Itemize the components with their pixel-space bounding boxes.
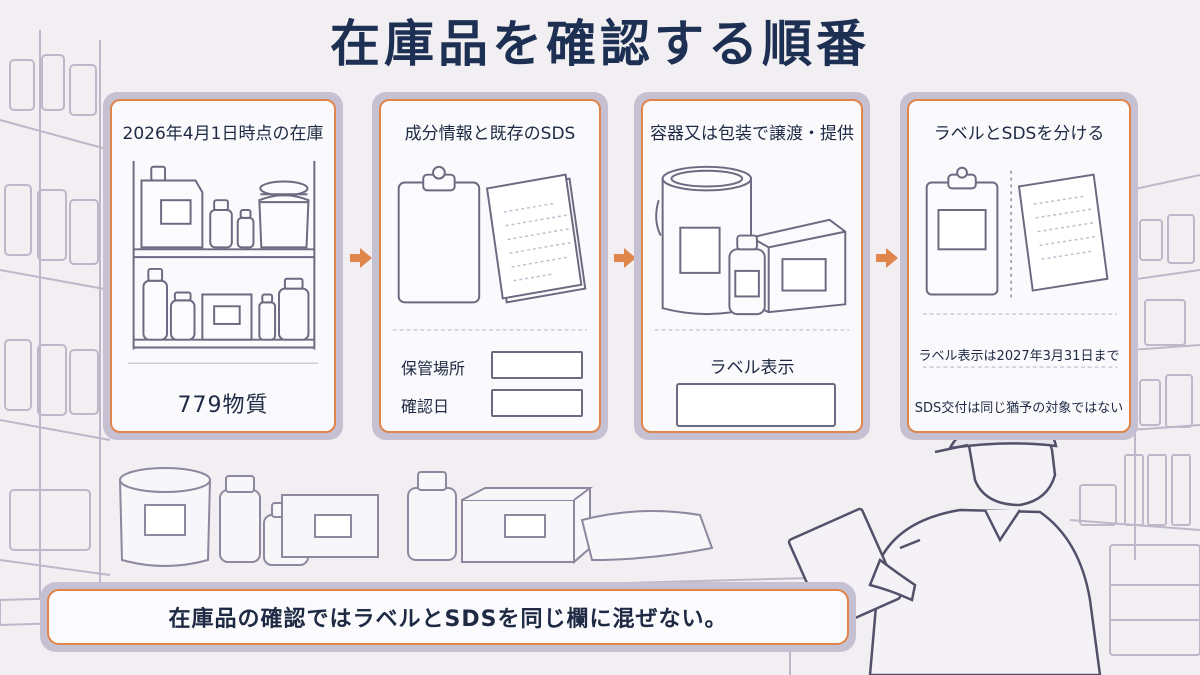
- step-card-separate: ラベルとSDSを分ける ラベル表示は2027年3月31日まで SDS交付は同じ猶…: [900, 92, 1138, 440]
- step-title: ラベルとSDSを分ける: [933, 124, 1105, 144]
- storage-location-field[interactable]: [491, 351, 583, 379]
- step-card-inventory: 2026年4月1日時点の在庫: [103, 92, 343, 440]
- check-date-label: 確認日: [401, 397, 450, 416]
- label-and-sds-illustration: [922, 166, 1118, 368]
- arrow-right-icon: [614, 248, 636, 268]
- label-display-text: ラベル表示: [709, 358, 795, 378]
- step-title: 成分情報と既存のSDS: [404, 124, 576, 144]
- step-card-sds: 成分情報と既存のSDS 保管場所 確認日: [372, 92, 608, 440]
- step-title: 2026年4月1日時点の在庫: [122, 124, 324, 144]
- bottom-message: 在庫品の確認ではラベルとSDSを同じ欄に混ぜない。: [47, 589, 849, 645]
- inventory-count: 779物質: [177, 393, 269, 418]
- page-title: 在庫品を確認する順番: [330, 15, 870, 73]
- sds-note: SDS交付は同じ猶予の対象ではない: [914, 401, 1124, 416]
- shelf-illustration: [127, 160, 319, 364]
- storage-location-label: 保管場所: [401, 359, 466, 378]
- step-card-transfer: 容器又は包装で譲渡・提供 ラベル表示: [634, 92, 870, 440]
- step-title: 容器又は包装で譲渡・提供: [650, 124, 854, 144]
- label-display-field[interactable]: [676, 383, 836, 427]
- check-date-field[interactable]: [491, 389, 583, 417]
- clipboard-and-document-illustration: [392, 165, 588, 331]
- bottom-message-panel: 在庫品の確認ではラベルとSDSを同じ欄に混ぜない。: [40, 582, 856, 652]
- label-deadline-note: ラベル表示は2027年3月31日まで: [918, 349, 1120, 364]
- arrow-right-icon: [876, 248, 898, 268]
- arrow-right-icon: [350, 248, 372, 268]
- containers-illustration: [654, 165, 850, 331]
